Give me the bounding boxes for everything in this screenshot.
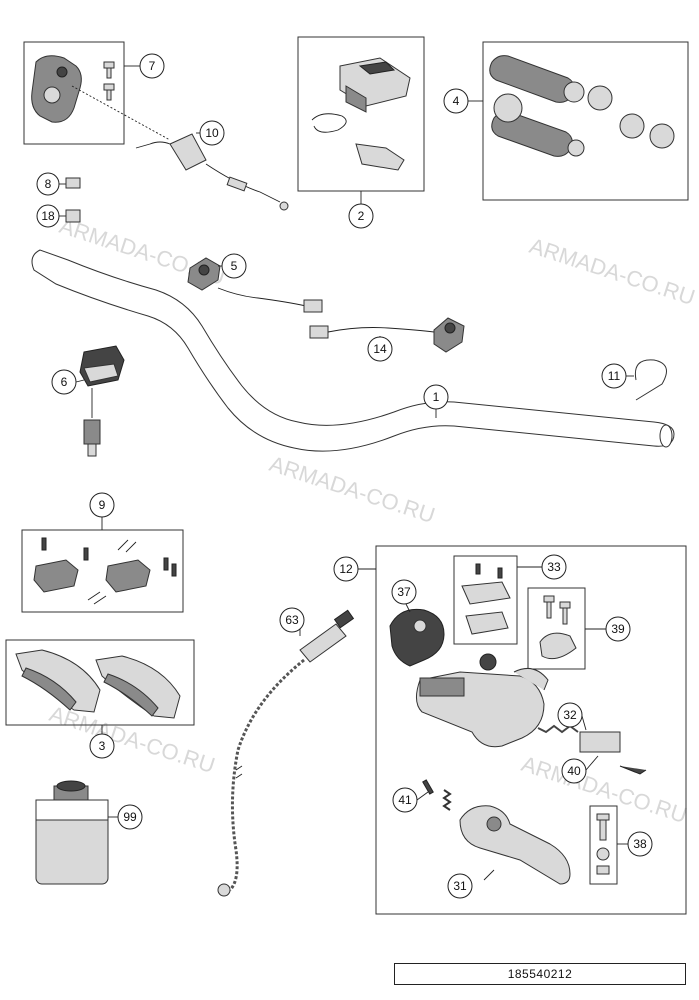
mc-clamp-part xyxy=(539,595,577,660)
callout-18: 18 xyxy=(41,209,55,223)
throttle-cable-part xyxy=(135,133,289,211)
callout-3: 3 xyxy=(99,739,106,753)
callout-4: 4 xyxy=(453,94,460,108)
right-switch-part xyxy=(309,317,465,353)
callout-6: 6 xyxy=(61,375,68,389)
callout-7: 7 xyxy=(149,59,156,73)
hand-guard-frame xyxy=(5,639,195,726)
master-cylinder-frame xyxy=(375,545,687,915)
hose-part xyxy=(217,609,355,897)
callout-37: 37 xyxy=(397,585,411,599)
grips-part xyxy=(489,55,675,157)
watermark: ARMADA-CO.RU xyxy=(46,701,218,778)
callout-33: 33 xyxy=(547,560,561,574)
mc-clamp-frame xyxy=(527,587,586,670)
switch-housing-frame xyxy=(23,41,125,145)
callout-38: 38 xyxy=(633,837,647,851)
master-cylinder-body-part xyxy=(416,653,647,775)
lever-part xyxy=(459,805,571,885)
reference-number: 185540212 xyxy=(394,963,686,985)
callout-10: 10 xyxy=(205,126,219,140)
left-switch-part xyxy=(187,257,323,313)
callout-63: 63 xyxy=(285,613,299,627)
pivot-bolt-frame xyxy=(589,805,618,885)
callout-9: 9 xyxy=(99,498,106,512)
screw-part xyxy=(103,61,115,101)
callout-14: 14 xyxy=(373,342,387,356)
kill-switch-part xyxy=(79,345,125,457)
callout-31: 31 xyxy=(453,879,467,893)
switch-part xyxy=(311,57,411,171)
clamp-frame xyxy=(21,529,184,613)
callout-11: 11 xyxy=(608,369,621,383)
clip-part xyxy=(65,177,81,189)
callout-2: 2 xyxy=(358,209,365,223)
switch-housing-part xyxy=(31,55,82,123)
fluid-bottle-part xyxy=(35,780,109,885)
clamp-part xyxy=(33,537,177,605)
callout-8: 8 xyxy=(45,177,52,191)
watermark: ARMADA-CO.RU xyxy=(526,233,698,310)
reservoir-cap-frame xyxy=(453,555,518,645)
callout-12: 12 xyxy=(339,562,353,576)
callout-40: 40 xyxy=(567,764,581,778)
hand-guard-part xyxy=(15,649,181,719)
pin-spring-part xyxy=(422,779,452,811)
grips-frame xyxy=(482,41,689,201)
switch-frame xyxy=(297,36,425,192)
lever-guard-part xyxy=(389,608,445,667)
watermark: ARMADA-CO.RU xyxy=(266,451,438,528)
callout-32: 32 xyxy=(563,708,577,722)
reservoir-cap-part xyxy=(461,563,511,635)
callout-39: 39 xyxy=(611,622,625,636)
handlebar-part xyxy=(31,249,675,452)
callout-5: 5 xyxy=(231,259,238,273)
nut-part xyxy=(65,209,81,223)
callout-1: 1 xyxy=(433,390,440,404)
cable-tie-part xyxy=(634,359,667,401)
pivot-bolt-part xyxy=(596,813,610,875)
callout-41: 41 xyxy=(398,793,412,807)
callout-99: 99 xyxy=(123,810,137,824)
